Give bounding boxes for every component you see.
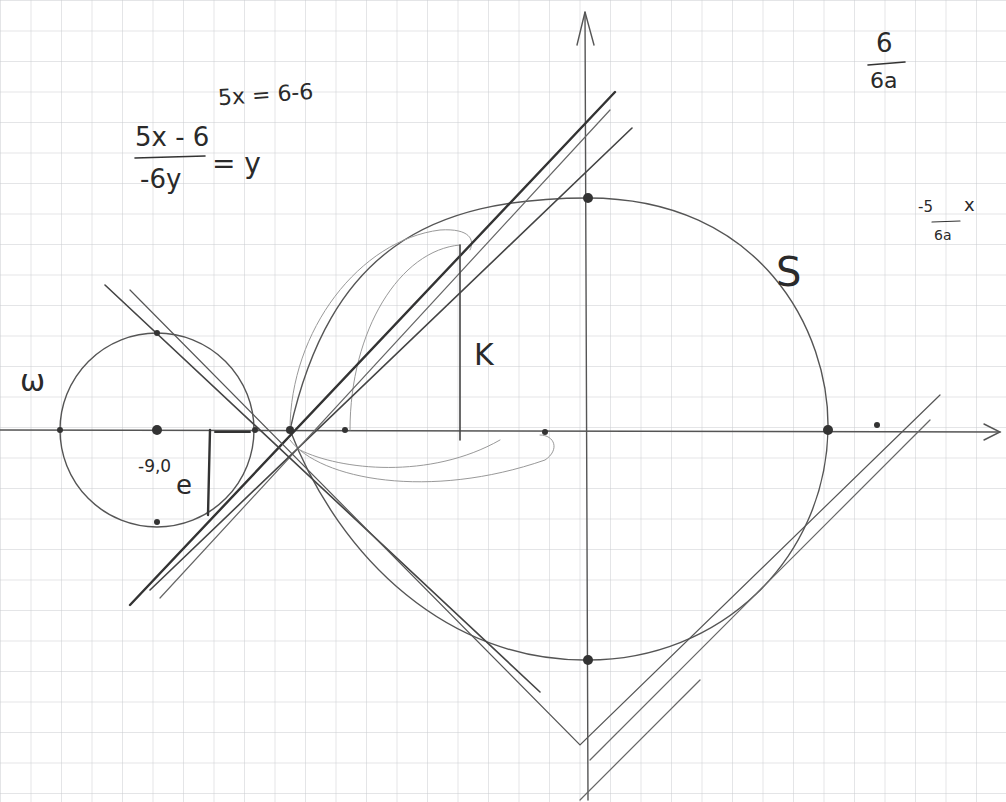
tangent-line: [160, 110, 610, 598]
tangent-line: [580, 680, 700, 800]
faint-curve: [290, 435, 554, 482]
faint-curve: [300, 440, 500, 468]
point-label: -9,0: [138, 458, 171, 475]
e-segment: [215, 431, 250, 433]
equation-text: = y: [212, 150, 261, 178]
point: [823, 425, 833, 435]
point: [342, 427, 348, 433]
circle-curve: [60, 333, 254, 527]
point: [874, 422, 880, 428]
fraction-bar: [868, 62, 905, 65]
point: [583, 655, 593, 665]
fraction-text: 6: [876, 30, 893, 56]
fraction-text: 6a: [934, 228, 952, 242]
curve-label: ω: [20, 366, 45, 396]
point: [154, 330, 160, 336]
point: [583, 193, 593, 203]
y-axis: [585, 12, 588, 800]
tangent-line: [105, 285, 540, 692]
point: [542, 429, 548, 435]
k-segment: [459, 245, 461, 440]
curve-label: K: [474, 340, 494, 370]
x-axis: [0, 430, 1000, 432]
fraction-text: -5: [918, 200, 933, 215]
equation-text: 5x - 6: [135, 124, 209, 150]
tangent-line: [590, 420, 930, 760]
x-axis-arrow: [984, 424, 1000, 440]
curve-label: S: [776, 252, 801, 292]
equation-text: -6y: [140, 166, 181, 192]
faint-curve: [290, 230, 472, 430]
fraction-text: x: [964, 196, 975, 214]
point: [252, 427, 258, 433]
point: [152, 425, 162, 435]
point: [286, 426, 294, 434]
point: [154, 519, 160, 525]
s-curve: [290, 198, 828, 660]
y-axis-arrow: [577, 12, 594, 45]
tangent-line: [150, 128, 632, 590]
point-label: e: [176, 472, 192, 498]
point: [57, 427, 63, 433]
e-segment: [208, 430, 210, 515]
fraction-text: 6a: [870, 70, 897, 92]
fraction-bar: [135, 156, 205, 158]
fraction-bar: [932, 221, 960, 222]
tangent-line: [130, 290, 940, 745]
tangent-line: [130, 92, 615, 605]
